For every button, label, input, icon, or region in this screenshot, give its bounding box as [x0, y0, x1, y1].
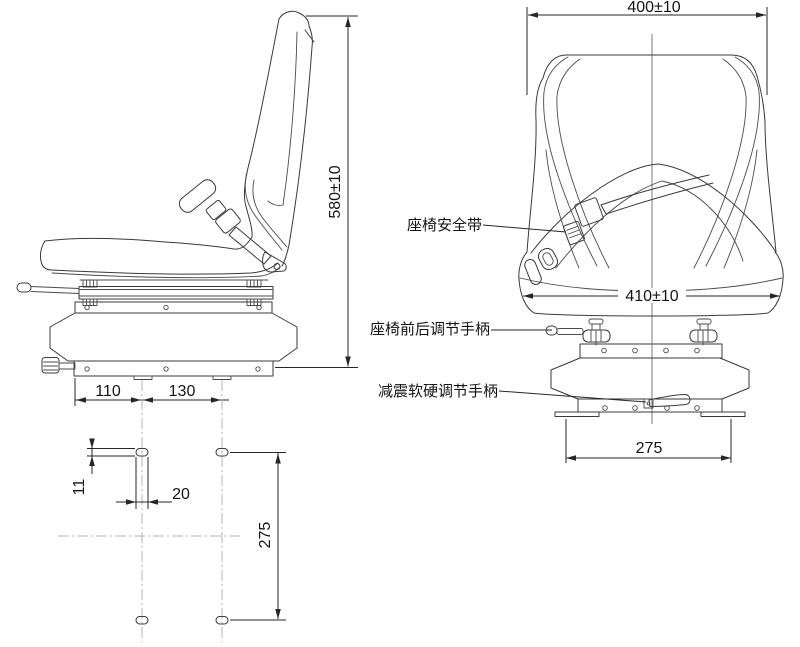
- dim-text-slot-width: 20: [172, 486, 190, 503]
- fore-aft-handle-rod: [556, 328, 584, 335]
- side-view: 580±10 110 130: [16, 10, 358, 406]
- backrest-front-outline: [526, 54, 777, 253]
- cushion-top-surface: [44, 236, 253, 250]
- dim-text-backrest-width: 400±10: [627, 0, 680, 16]
- suspension-bellows-front: [550, 357, 750, 400]
- label-fore-aft-handle: 座椅前后调节手柄: [370, 321, 490, 338]
- crease-curve-2: [252, 179, 288, 248]
- rail-clamp-rear-top: [246, 279, 262, 288]
- clamp-right: [689, 318, 718, 346]
- backrest-cap-fold-line: [304, 29, 315, 43]
- mounting-hole-pattern: 11 20 275: [58, 380, 286, 642]
- seatbelt-front: [524, 174, 714, 285]
- base-hole: [84, 366, 90, 372]
- base-hole: [602, 405, 608, 411]
- base-plate-side: [73, 360, 274, 377]
- cushion-front-outline: [518, 251, 784, 317]
- wing-seam-right-2: [693, 58, 747, 269]
- base-hole: [694, 405, 700, 411]
- plate-hole: [84, 304, 90, 311]
- arch-seam-inner: [555, 180, 744, 269]
- belt-grip-side: [178, 179, 217, 213]
- suspension-bellows-side: [49, 312, 298, 362]
- foot-left: [554, 411, 600, 417]
- backrest-side-outline: [278, 10, 313, 267]
- damper-lever-front: [643, 394, 691, 409]
- wing-seam-right-1: [705, 56, 760, 267]
- dimension-slot-width: 20: [116, 457, 190, 509]
- dimension-slot-row-spacing: 275: [230, 452, 286, 621]
- mount-slot: [215, 616, 229, 625]
- callout-labels: 座椅安全带 座椅前后调节手柄 减震软硬调节手柄: [370, 216, 647, 403]
- belt-buckle-side: [215, 208, 241, 234]
- mount-slot: [215, 448, 229, 457]
- leader-damper-handle: [498, 390, 647, 403]
- label-damper-handle: 减震软硬调节手柄: [378, 383, 498, 400]
- cushion-pan-line: [51, 266, 281, 279]
- belt-buckle-front: [574, 197, 604, 227]
- dim-text-cushion-width: 410±10: [625, 288, 678, 305]
- rail-clamp-front-top: [82, 279, 98, 288]
- wing-seam-left-1: [543, 56, 598, 267]
- arch-seam-outer: [530, 163, 777, 254]
- dimension-overall-height: 580±10: [275, 15, 358, 368]
- dim-text-base-front: 110: [95, 383, 121, 400]
- plate-hole: [256, 304, 262, 311]
- base-hole: [255, 366, 261, 372]
- base-slot-tab-front: [133, 375, 153, 380]
- seat-side-outline: [39, 10, 315, 281]
- base-hole: [632, 405, 638, 411]
- front-view: 400±10 410±10 275: [518, 0, 784, 463]
- dimension-backrest-width: 400±10: [526, 0, 768, 95]
- base-hole: [163, 366, 169, 372]
- plate-hole: [601, 347, 607, 354]
- damper-knob-side: [41, 357, 76, 374]
- dimension-slot-height: 11: [71, 438, 135, 496]
- plate-hole: [632, 347, 638, 354]
- dimension-cushion-width: 410±10: [523, 288, 780, 305]
- wing-seam-left-3: [545, 149, 580, 269]
- belt-collar-side: [205, 199, 227, 221]
- clamp-left: [582, 318, 611, 346]
- label-seat-belt: 座椅安全带: [407, 216, 482, 234]
- cushion-front-bottom: [39, 240, 279, 275]
- rail-body: [78, 286, 274, 300]
- mount-slot: [135, 616, 149, 625]
- belt-loop-front: [537, 247, 559, 271]
- mount-slot: [135, 448, 149, 457]
- wing-seam-right-3: [723, 149, 758, 269]
- base-slot-tab-rear: [212, 375, 232, 380]
- bracket-pivot-hole: [273, 263, 281, 270]
- plate-hole: [663, 347, 669, 354]
- recliner-bracket: [262, 251, 287, 273]
- seatbelt-side: [178, 179, 272, 265]
- belt-end-tip: [524, 259, 542, 285]
- dim-text-base-rear: 130: [169, 383, 196, 400]
- belt-strap-side: [228, 226, 272, 265]
- foot-right: [700, 411, 746, 417]
- dim-text-slot-height: 11: [71, 479, 88, 496]
- rail-body-lines: [78, 289, 274, 297]
- plate-hole: [163, 304, 169, 311]
- wing-seam-left-2: [556, 58, 610, 269]
- plate-hole: [694, 347, 700, 354]
- dim-text-foot-hole-spacing: 275: [636, 440, 663, 457]
- dim-text-slot-row-spacing: 275: [257, 522, 274, 549]
- suspension-front: [545, 318, 750, 417]
- dimension-foot-hole-spacing: 275: [565, 419, 732, 463]
- belt-strap-front: [600, 174, 714, 215]
- dim-text-overall-height: 580±10: [327, 165, 344, 218]
- dimension-base-spans: 110 130: [74, 378, 229, 406]
- crease-curve-1: [244, 171, 283, 251]
- backrest-seam-line: [267, 31, 298, 206]
- belt-latch-front: [563, 220, 585, 246]
- backrest-front-edge: [243, 18, 280, 238]
- suspension-side: [41, 301, 298, 380]
- rail-handle-rod: [30, 286, 80, 294]
- mount-plate-side: [74, 301, 273, 314]
- rail-handle-grip: [16, 282, 32, 293]
- leader-seat-belt: [482, 224, 567, 233]
- seat-front-outline: [518, 54, 784, 317]
